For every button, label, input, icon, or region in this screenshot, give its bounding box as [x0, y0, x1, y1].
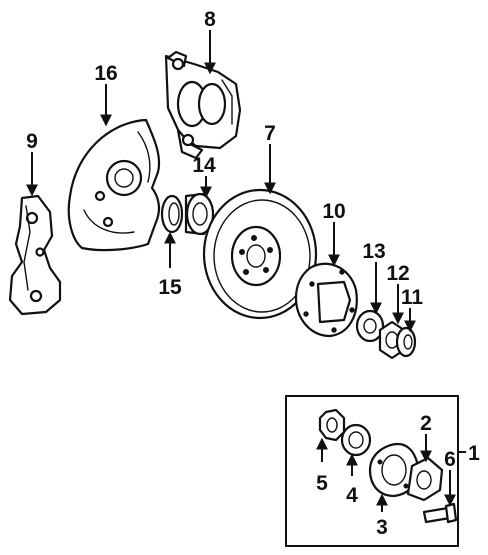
callout-8: 8: [204, 8, 216, 31]
callout-14: 14: [192, 154, 216, 177]
caliper-bracket: [8, 194, 62, 316]
bearing-small: [340, 423, 372, 457]
hub-flange: [406, 456, 444, 502]
callout-2: 2: [420, 412, 432, 435]
callout-9: 9: [26, 130, 38, 153]
callout-3: 3: [376, 516, 388, 539]
callout-7: 7: [264, 122, 276, 145]
callout-6: 6: [444, 448, 456, 471]
callout-12: 12: [386, 262, 409, 285]
wheel-bolt: [422, 502, 458, 524]
brake-rotor: [202, 188, 318, 320]
wheel-hub: [294, 262, 358, 338]
callout-16: 16: [94, 62, 117, 85]
grease-seal: [160, 194, 184, 234]
hub-assembly: [368, 442, 420, 498]
grease-cap: [395, 326, 417, 358]
dust-shield: [67, 118, 161, 252]
callout-11: 11: [401, 286, 424, 309]
callout-13: 13: [362, 240, 385, 263]
callout-10: 10: [322, 200, 345, 223]
brake-caliper: [164, 50, 242, 160]
lock-washer: [318, 408, 346, 442]
assembly-box: [285, 395, 459, 547]
callout-5: 5: [316, 472, 328, 495]
leader-lines: [26, 30, 456, 512]
callout-4: 4: [346, 484, 358, 507]
callout-15: 15: [158, 276, 182, 299]
callout-1: 1: [468, 442, 480, 465]
